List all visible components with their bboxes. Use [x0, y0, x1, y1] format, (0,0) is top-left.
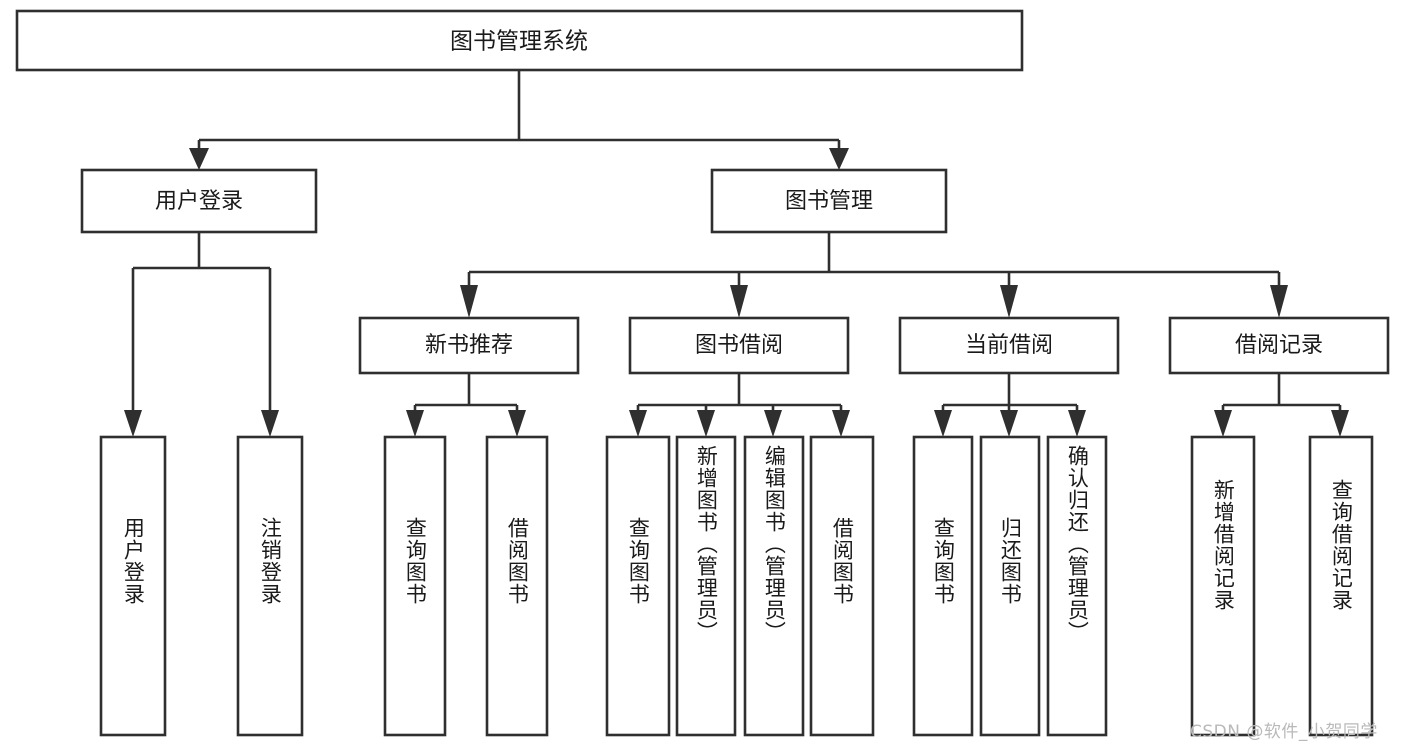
leaf-box-query-record[interactable]: [1308, 435, 1374, 737]
leaf-box-query-book-2[interactable]: [605, 435, 671, 737]
leaf-box-add-book[interactable]: [675, 435, 737, 737]
leaf-box-borrow-book-1[interactable]: [485, 435, 549, 737]
connector-group-root: [189, 70, 849, 170]
leaf-box-user-logout[interactable]: [236, 435, 304, 737]
arrow-head-leaf-borrow-book-1: [508, 410, 526, 437]
csdn-watermark: CSDN @软件_小贺同学: [1190, 722, 1378, 742]
arrow-head-leaf-query-record: [1331, 410, 1349, 437]
arrow-head-current-borrow: [1000, 285, 1018, 318]
node-book-manage-label: 图书管理: [785, 189, 873, 214]
node-current-borrow[interactable]: 当前借阅: [898, 316, 1120, 375]
arrow-head-book-manage: [829, 148, 849, 170]
leaf-box-add-record[interactable]: [1190, 435, 1256, 737]
node-root-label: 图书管理系统: [450, 29, 588, 55]
leaf-box-user-login[interactable]: [99, 435, 167, 737]
arrow-head-borrow-record: [1270, 285, 1288, 318]
connector-group-book-manage: [460, 232, 1288, 318]
leaf-boxes: [99, 435, 1374, 737]
connector-group-new-book-rec: [406, 373, 526, 437]
connector-group-user-login: [124, 232, 279, 437]
node-user-login-label: 用户登录: [155, 189, 243, 214]
connector-group-borrow-record: [1214, 373, 1349, 437]
arrow-head-leaf-add-book: [697, 410, 715, 437]
arrow-head-leaf-add-record: [1214, 410, 1232, 437]
connector-group-current-borrow: [934, 373, 1086, 437]
node-borrow-record-box[interactable]: [1168, 316, 1390, 375]
node-book-borrow-label: 图书借阅: [695, 333, 783, 358]
connector-group-book-borrow: [629, 373, 850, 437]
arrow-head-user-login: [189, 148, 209, 170]
node-book-borrow-box[interactable]: [628, 316, 850, 375]
node-borrow-record-label: 借阅记录: [1235, 333, 1323, 358]
leaf-box-query-book-1[interactable]: [383, 435, 447, 737]
node-book-manage[interactable]: 图书管理: [710, 168, 948, 234]
arrow-head-leaf-return-book: [1000, 410, 1018, 437]
node-user-login[interactable]: 用户登录: [80, 168, 318, 234]
node-borrow-record[interactable]: 借阅记录: [1168, 316, 1390, 375]
arrow-head-leaf-edit-book: [764, 410, 782, 437]
node-new-book-rec[interactable]: 新书推荐: [358, 316, 580, 375]
leaf-box-borrow-book-2[interactable]: [809, 435, 875, 737]
arrow-head-leaf-borrow-book-2: [832, 410, 850, 437]
node-root-box[interactable]: [15, 9, 1024, 72]
arrow-head-leaf-user-login: [124, 410, 142, 437]
arrow-head-leaf-confirm-return: [1068, 410, 1086, 437]
leaf-box-return-book[interactable]: [979, 435, 1041, 737]
node-book-manage-box[interactable]: [710, 168, 948, 234]
arrow-head-leaf-query-book-1: [406, 410, 424, 437]
arrow-head-new-book-rec: [460, 285, 478, 318]
arrow-head-leaf-user-logout: [261, 410, 279, 437]
node-current-borrow-box[interactable]: [898, 316, 1120, 375]
arrow-head-leaf-query-book-2: [629, 410, 647, 437]
arrow-head-book-borrow: [730, 285, 748, 318]
leaf-box-edit-book[interactable]: [743, 435, 805, 737]
node-user-login-box[interactable]: [80, 168, 318, 234]
leaf-box-query-book-3[interactable]: [912, 435, 974, 737]
node-root[interactable]: 图书管理系统: [15, 9, 1024, 72]
node-book-borrow[interactable]: 图书借阅: [628, 316, 850, 375]
arrow-head-leaf-query-book-3: [934, 410, 952, 437]
node-new-book-rec-box[interactable]: [358, 316, 580, 375]
node-current-borrow-label: 当前借阅: [965, 333, 1053, 358]
leaf-box-confirm-return[interactable]: [1046, 435, 1108, 737]
node-new-book-rec-label: 新书推荐: [425, 333, 513, 358]
